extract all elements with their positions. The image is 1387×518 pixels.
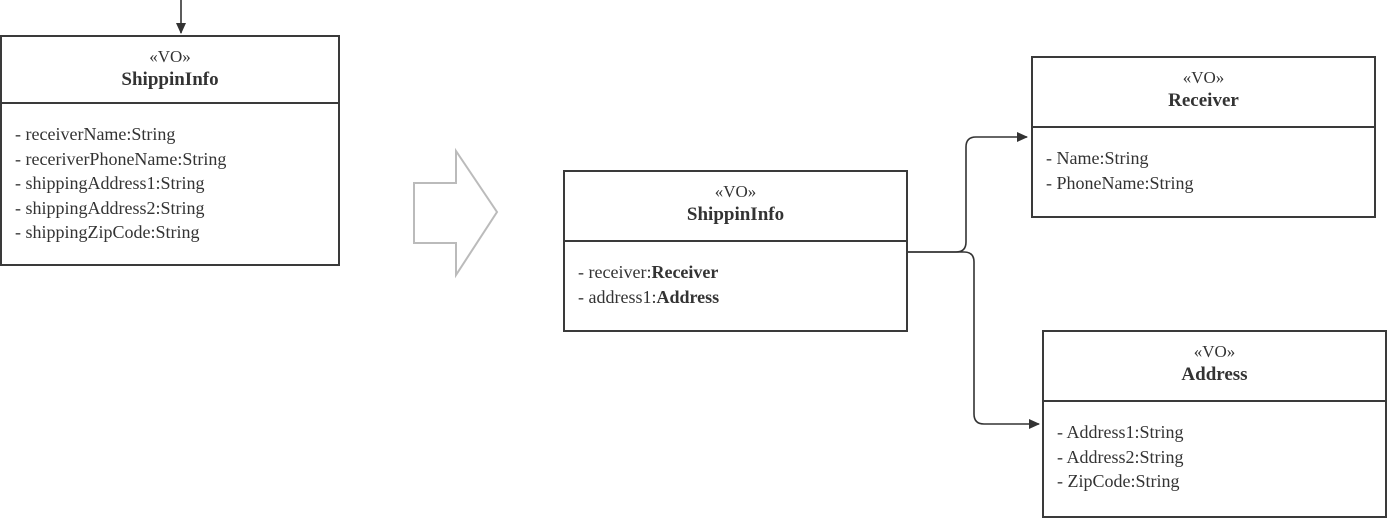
stereotype-label: «VO» (714, 182, 757, 201)
stereotype-label: «VO» (149, 47, 191, 66)
class-box-shippininfo-refactored: «VO» ShippinInfo - receiver:Receiver - a… (563, 170, 908, 332)
attribute-list: - Address1:String - Address2:String - Zi… (1044, 402, 1385, 494)
attribute-prefix: - receiver: (578, 262, 652, 282)
connector-to-receiver (906, 132, 1028, 253)
class-box-shippininfo-original: «VO» ShippinInfo - receiverName:String -… (0, 35, 340, 266)
class-header: «VO» ShippinInfo (565, 172, 906, 242)
attribute-list: - receiverName:String - receriverPhoneNa… (2, 104, 338, 245)
class-name: ShippinInfo (121, 69, 219, 90)
attribute-item: - ZipCode:String (1057, 471, 1180, 491)
attribute-item: - shippingAddress1:String (15, 173, 205, 193)
attribute-item: - shippingAddress2:String (15, 197, 205, 218)
class-header: «VO» Address (1044, 332, 1385, 402)
attribute-item: - shippingZipCode:String (15, 222, 200, 242)
attribute-prefix: - address1: (578, 286, 657, 307)
attribute-item: - receiverName:String (15, 124, 176, 144)
class-name: ShippinInfo (686, 204, 785, 225)
class-box-address: «VO» Address - Address1:String - Address… (1042, 330, 1387, 518)
attribute-type: Receiver (651, 262, 719, 282)
attribute-list: - receiver:Receiver - address1:Address (565, 242, 906, 309)
attribute-item: - address1:Address (578, 285, 906, 310)
attribute-list: - Name:String - PhoneName:String (1033, 128, 1374, 195)
stereotype-label: «VO» (1182, 68, 1225, 87)
class-name: Address (1181, 364, 1248, 385)
attribute-item: - Address2:String (1057, 446, 1184, 467)
attribute-type: Address (656, 286, 720, 307)
attribute-item: - receriverPhoneName:String (15, 148, 227, 169)
attribute-item: - Name:String (1046, 148, 1149, 168)
attribute-item: - PhoneName:String (1046, 172, 1194, 193)
big-right-arrow-icon (413, 147, 499, 279)
class-header: «VO» Receiver (1033, 58, 1374, 128)
connector-to-address (906, 251, 1040, 429)
stereotype-label: «VO» (1193, 342, 1236, 361)
class-box-receiver: «VO» Receiver - Name:String - PhoneName:… (1031, 56, 1376, 218)
attribute-item: - receiver:Receiver (578, 260, 906, 285)
class-header: «VO» ShippinInfo (2, 37, 338, 104)
class-name: Receiver (1168, 90, 1239, 111)
attribute-item: - Address1:String (1057, 422, 1184, 442)
